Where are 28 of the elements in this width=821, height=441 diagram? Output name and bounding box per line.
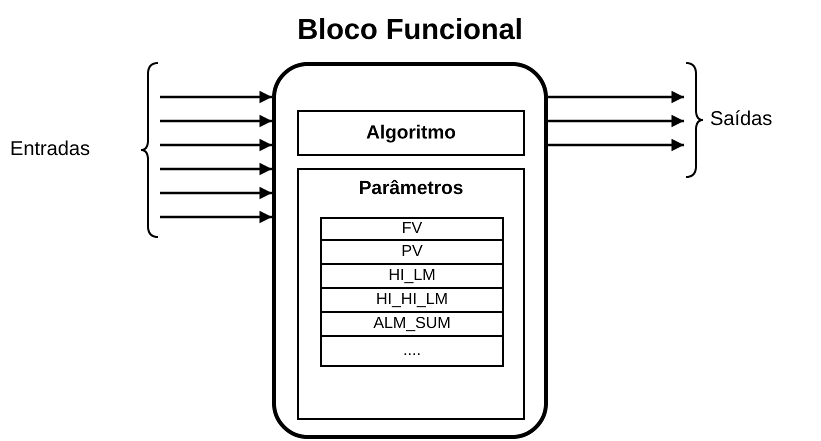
parameter-name: .... — [402, 343, 422, 359]
arrow — [160, 162, 272, 176]
block-heading: Bloco Funcional — [296, 14, 524, 47]
arrow — [160, 114, 272, 128]
side-label: Entradas — [10, 138, 90, 161]
block-label: Algoritmo — [365, 124, 457, 142]
parameter-row — [320, 289, 504, 313]
algorithm-box — [297, 110, 525, 156]
section-heading: Parâmetros — [358, 178, 464, 200]
arrow — [548, 138, 684, 152]
parameters-box — [297, 168, 525, 420]
parameter-name: HI_LM — [387, 268, 437, 284]
parameter-name: HI_HI_LM — [374, 292, 450, 308]
arrow — [160, 90, 272, 104]
parameter-row — [320, 337, 504, 367]
arrow — [548, 114, 684, 128]
arrow — [160, 186, 272, 200]
parameter-row — [320, 313, 504, 337]
parameter-row — [320, 265, 504, 289]
parameter-name: FV — [400, 221, 424, 237]
parameter-name: PV — [400, 244, 424, 260]
arrow — [548, 90, 684, 104]
arrow — [160, 210, 272, 224]
parameter-name: ALM_SUM — [372, 316, 452, 332]
parameter-row — [320, 217, 504, 241]
arrow — [160, 138, 272, 152]
side-label: Saídas — [710, 108, 772, 131]
parameter-row — [320, 241, 504, 265]
